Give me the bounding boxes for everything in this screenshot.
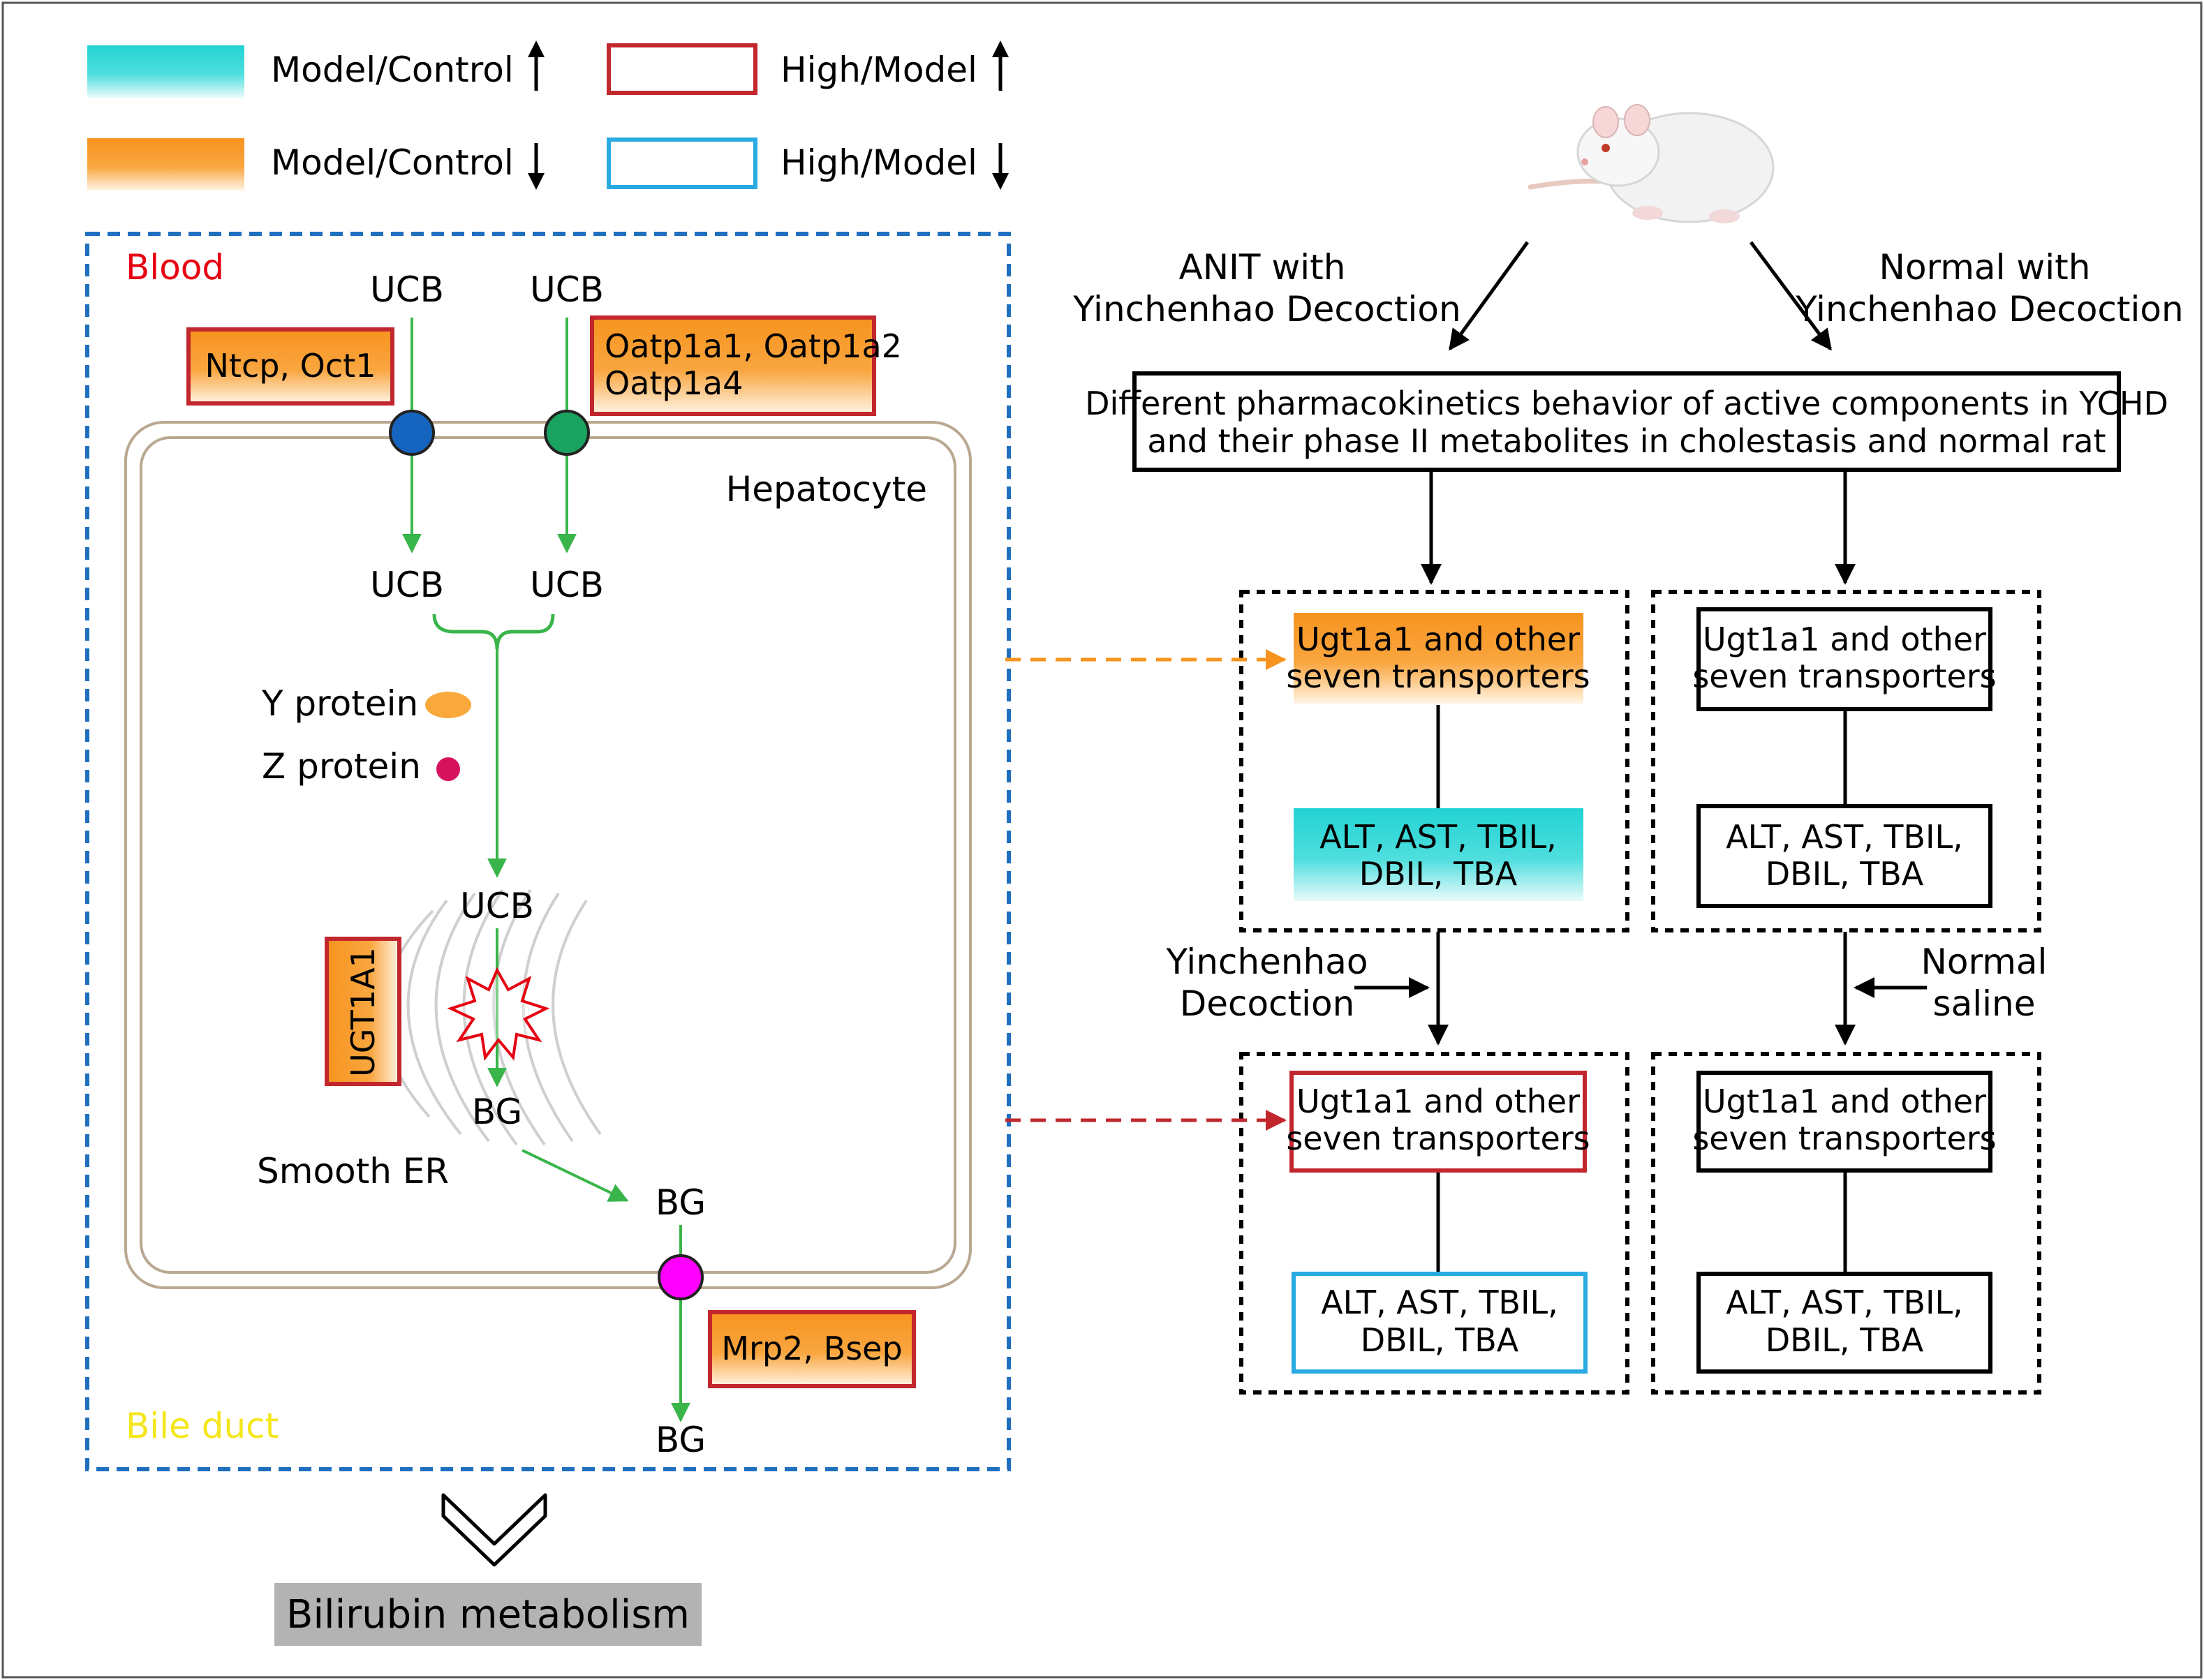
saline-treatment-line2: saline <box>1933 983 2036 1024</box>
model-indices-box <box>1294 808 1583 901</box>
ucb-er-label: UCB <box>460 886 534 926</box>
saline-treatment-line1: Normal <box>1921 942 2048 982</box>
ucb-cell-1: UCB <box>370 565 444 605</box>
mrp2-channel-icon <box>658 1254 704 1300</box>
high-transporters-line2: seven transporters <box>1286 1120 1590 1157</box>
anit-branch-arrow <box>1448 241 1530 351</box>
oatp-channel-icon <box>544 410 590 456</box>
arrow-down-icon <box>528 143 545 190</box>
hepatocyte-membrane-inner <box>140 436 956 1274</box>
ucb-cell-2: UCB <box>530 565 604 605</box>
arrow-down-icon <box>992 143 1009 190</box>
legend-swatch-orange <box>87 138 244 191</box>
legend: Model/Control Model/Control High/Model H… <box>87 40 1009 191</box>
hepatocyte-membrane-outer <box>124 421 972 1289</box>
normal-indices-line1: ALT, AST, TBIL, <box>1726 818 1963 856</box>
model-transporters-line2: seven transporters <box>1286 657 1590 695</box>
ntcp-channel-icon <box>389 410 435 456</box>
normal-group-before <box>1651 590 2041 932</box>
arrow-up-icon <box>528 40 545 91</box>
pharmacokinetics-line1: Different pharmacokinetics behavior of a… <box>1085 385 2168 422</box>
bile-duct-label: Bile duct <box>126 1406 279 1446</box>
hepatocyte-label: Hepatocyte <box>726 469 927 510</box>
model-indices-line1: ALT, AST, TBIL, <box>1319 818 1557 856</box>
oatp-label-line1: Oatp1a1, Oatp1a2 <box>605 327 902 365</box>
ychd-treatment-line2: Decoction <box>1180 983 1355 1024</box>
normal-branch-line2: Yinchenhao Decoction <box>1795 289 2183 329</box>
normal-branch-arrow <box>1749 241 1833 351</box>
normal-transporters-line2: seven transporters <box>1692 657 1996 695</box>
normal-group-after <box>1651 1052 2041 1395</box>
bg-to-membrane-arrow <box>522 1149 629 1202</box>
legend-swatch-blue-outline <box>607 137 757 189</box>
legend-label-4: High/Model <box>781 142 977 183</box>
z-protein-label: Z protein <box>262 746 421 787</box>
anit-branch-line1: ANIT with <box>1179 247 1346 288</box>
oatp-box <box>590 315 876 416</box>
model-group-before <box>1239 590 1629 932</box>
pharmacokinetics-line2: and their phase II metabolites in choles… <box>1147 422 2106 460</box>
z-protein-icon <box>436 757 460 781</box>
saline-indices-line1: ALT, AST, TBIL, <box>1726 1284 1963 1321</box>
arrow-up-icon <box>992 40 1009 91</box>
model-indices-line2: DBIL, TBA <box>1359 855 1518 893</box>
legend-label-1: Model/Control <box>271 50 514 90</box>
ugt1a1-box <box>325 937 401 1086</box>
model-transporters-box <box>1294 613 1583 704</box>
smooth-er-membranes <box>381 889 602 1146</box>
normal-transporters-box <box>1696 607 1992 711</box>
legend-swatch-cyan <box>87 45 244 98</box>
blood-label: Blood <box>126 247 224 288</box>
ucb-blood-1: UCB <box>370 269 444 310</box>
legend-label-3: High/Model <box>781 50 977 90</box>
liver-transport-panel: Blood Bile duct Hepatocyte UCB UCB Ntcp,… <box>85 232 1011 1646</box>
saline-transporters-box <box>1696 1071 1992 1173</box>
y-protein-icon <box>425 692 471 718</box>
bilirubin-metabolism-label: Bilirubin metabolism <box>286 1592 690 1637</box>
legend-swatch-red-outline <box>607 43 757 95</box>
saline-indices-line2: DBIL, TBA <box>1766 1321 1924 1359</box>
ychd-treatment-line1: Yinchenhao <box>1166 942 1368 982</box>
high-transporters-line1: Ugt1a1 and other <box>1296 1083 1580 1120</box>
normal-branch-line1: Normal with <box>1879 247 2091 288</box>
y-protein-label: Y protein <box>261 683 418 724</box>
model-group-after <box>1239 1052 1629 1395</box>
model-transporters-line1: Ugt1a1 and other <box>1296 620 1580 658</box>
ugt-reaction-burst-icon <box>447 967 550 1061</box>
mrp2-bsep-box <box>708 1310 916 1388</box>
oatp-label-line2: Oatp1a4 <box>605 364 743 402</box>
ntcp-oct1-box <box>186 327 394 406</box>
high-transporters-box <box>1289 1071 1587 1173</box>
pharmacokinetics-box <box>1132 371 2121 472</box>
anit-branch-line2: Yinchenhao Decoction <box>1072 289 1460 329</box>
blood-bile-boundary <box>85 232 1011 1471</box>
high-indices-line2: DBIL, TBA <box>1361 1321 1519 1359</box>
rat-illustration <box>1528 104 1775 223</box>
saline-indices-box <box>1696 1272 1992 1374</box>
high-indices-box <box>1292 1272 1588 1374</box>
study-design-panel: ANIT with Yinchenhao Decoction Normal wi… <box>1072 104 2184 1395</box>
high-indices-line1: ALT, AST, TBIL, <box>1321 1284 1558 1321</box>
bg-membrane-label: BG <box>656 1182 706 1223</box>
bg-er-label: BG <box>472 1092 522 1132</box>
normal-indices-line2: DBIL, TBA <box>1766 855 1924 893</box>
ugt1a1-label: UGT1A1 <box>344 947 382 1077</box>
ucb-blood-2: UCB <box>530 269 604 310</box>
normal-transporters-line1: Ugt1a1 and other <box>1703 620 1986 658</box>
chevron-down-icon <box>441 1493 547 1567</box>
saline-transporters-line2: seven transporters <box>1692 1120 1996 1157</box>
smooth-er-label: Smooth ER <box>257 1151 449 1191</box>
mrp2-bsep-label: Mrp2, Bsep <box>721 1330 902 1367</box>
legend-label-2: Model/Control <box>271 142 514 183</box>
saline-transporters-line1: Ugt1a1 and other <box>1703 1083 1986 1120</box>
normal-indices-box <box>1696 804 1992 908</box>
bilirubin-metabolism-box <box>274 1583 702 1646</box>
bg-bile-label: BG <box>656 1420 706 1460</box>
ntcp-oct1-label: Ntcp, Oct1 <box>205 347 376 385</box>
merge-brace <box>432 614 555 650</box>
